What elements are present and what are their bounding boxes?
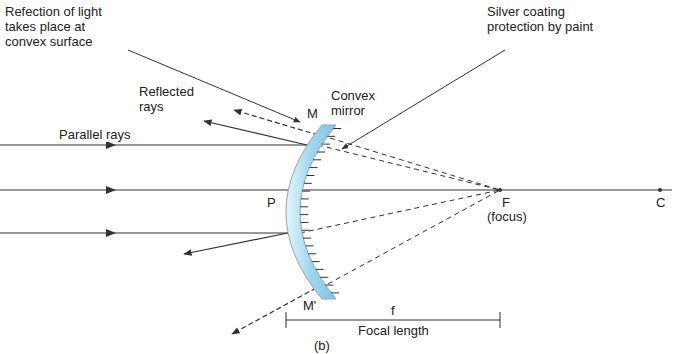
- ray-label: Parallel rays: [58, 127, 132, 142]
- virtual-rays: [300, 138, 500, 284]
- silver-coating-hatching: [300, 129, 341, 293]
- point-label: M': [302, 298, 317, 313]
- ray-arrow: [106, 229, 116, 237]
- symbol-label: f: [390, 303, 396, 318]
- incident-ray: [0, 232, 288, 233]
- reflected-ray: [184, 233, 288, 254]
- figure-label: (b): [313, 338, 331, 353]
- point-label: C: [655, 195, 666, 210]
- incident-ray: [0, 144, 307, 145]
- focus-point: [498, 188, 502, 192]
- callout-note: Refection of light takes place at convex…: [4, 4, 124, 49]
- reflected-ray: [204, 121, 307, 145]
- ray-label: Reflected rays: [138, 84, 206, 114]
- point-label: P: [266, 195, 277, 210]
- point-label: M: [306, 106, 319, 121]
- ray-arrow: [106, 141, 116, 149]
- principal-axis: [0, 189, 672, 190]
- mirror-body: [286, 125, 336, 299]
- centre-point: [658, 188, 662, 192]
- ray-arrow: [106, 186, 116, 194]
- dimension-label: Focal length: [357, 323, 430, 338]
- callout-note: Silver coating protection by paint: [486, 4, 600, 34]
- point-label: (focus): [486, 209, 528, 224]
- leader-arrow: [128, 50, 300, 122]
- point-label: F: [501, 195, 511, 210]
- part-label: Convex mirror: [330, 88, 392, 118]
